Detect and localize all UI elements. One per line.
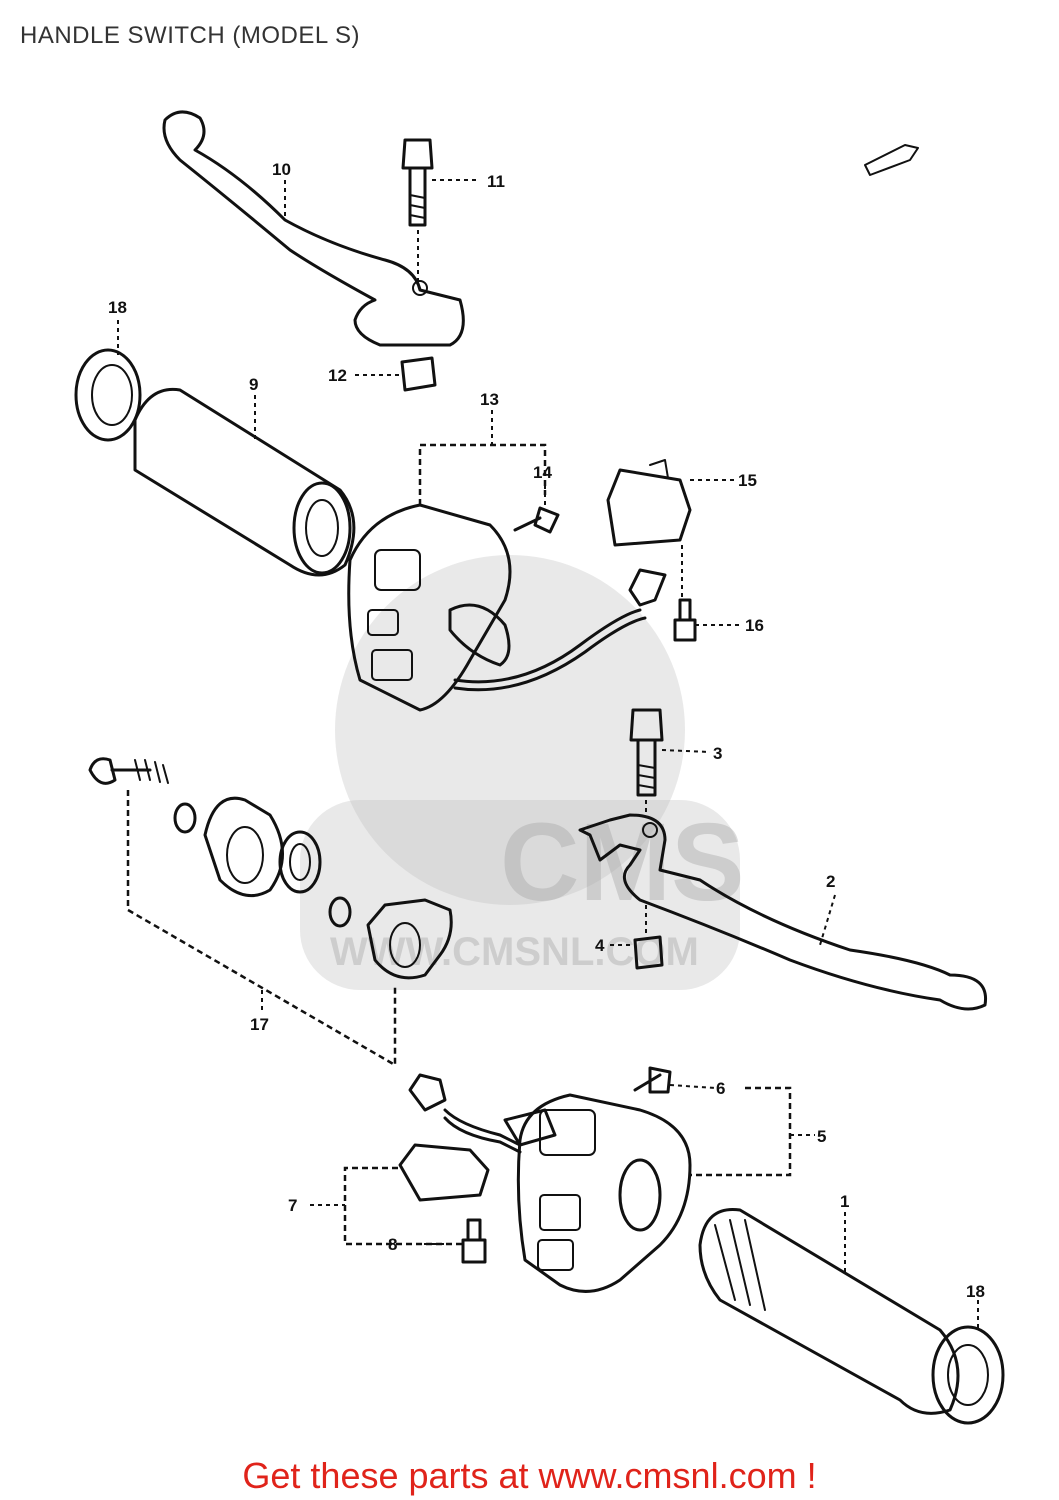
right-switch-screw — [633, 1066, 672, 1094]
grip-left — [133, 387, 356, 577]
callout-4: 4 — [595, 936, 605, 955]
callout-1: 1 — [840, 1192, 849, 1211]
front-brake-switch — [398, 1143, 490, 1202]
watermark-brand: CMS — [500, 801, 744, 924]
callout-12: 12 — [328, 366, 347, 385]
switch-assembly — [88, 757, 453, 980]
front-brake-switch-screw — [461, 1218, 487, 1264]
page-title: HANDLE SWITCH (MODEL S) — [20, 22, 360, 49]
callout-18-top: 18 — [108, 298, 127, 317]
grip-right — [698, 1207, 960, 1415]
lever-nut — [400, 356, 437, 392]
front-arrow-icon — [864, 144, 919, 176]
callout-labels: 10 11 12 18 9 13 14 15 16 3 2 4 17 6 5 7… — [108, 160, 985, 1301]
callout-6: 6 — [716, 1079, 725, 1098]
callout-14: 14 — [533, 463, 552, 482]
callout-2: 2 — [826, 872, 835, 891]
right-switch-housing — [503, 1093, 692, 1293]
wire-terminal — [628, 568, 667, 607]
clutch-switch — [606, 459, 692, 547]
clutch-lever — [578, 813, 988, 1011]
callout-9: 9 — [249, 375, 258, 394]
grip-end-left — [74, 348, 142, 442]
grip-end-right — [931, 1325, 1005, 1425]
clutch-lever-nut — [633, 935, 664, 970]
callout-8: 8 — [388, 1235, 397, 1254]
callout-11: 11 — [487, 172, 505, 191]
callout-18-bottom: 18 — [966, 1282, 985, 1301]
footer-cta-link[interactable]: Get these parts at www.cmsnl.com ! — [242, 1455, 817, 1496]
parts-diagram: CMS WWW.CMSNL.COM — [74, 110, 1005, 1425]
clutch-lever-bolt — [629, 708, 664, 797]
callout-7: 7 — [288, 1196, 297, 1215]
callout-5: 5 — [817, 1127, 826, 1146]
switch-screw-small — [673, 598, 697, 642]
left-switch-housing — [347, 503, 647, 712]
callout-3: 3 — [713, 744, 722, 763]
leader-lines — [117, 179, 979, 1328]
brake-lever — [162, 110, 465, 347]
lever-bolt — [401, 138, 434, 227]
right-wire-connector — [408, 1073, 522, 1154]
callout-16: 16 — [745, 616, 764, 635]
callout-15: 15 — [738, 471, 757, 490]
callout-13: 13 — [480, 390, 499, 409]
switch-screw — [513, 506, 560, 534]
callout-17: 17 — [250, 1015, 269, 1034]
callout-10: 10 — [272, 160, 291, 179]
